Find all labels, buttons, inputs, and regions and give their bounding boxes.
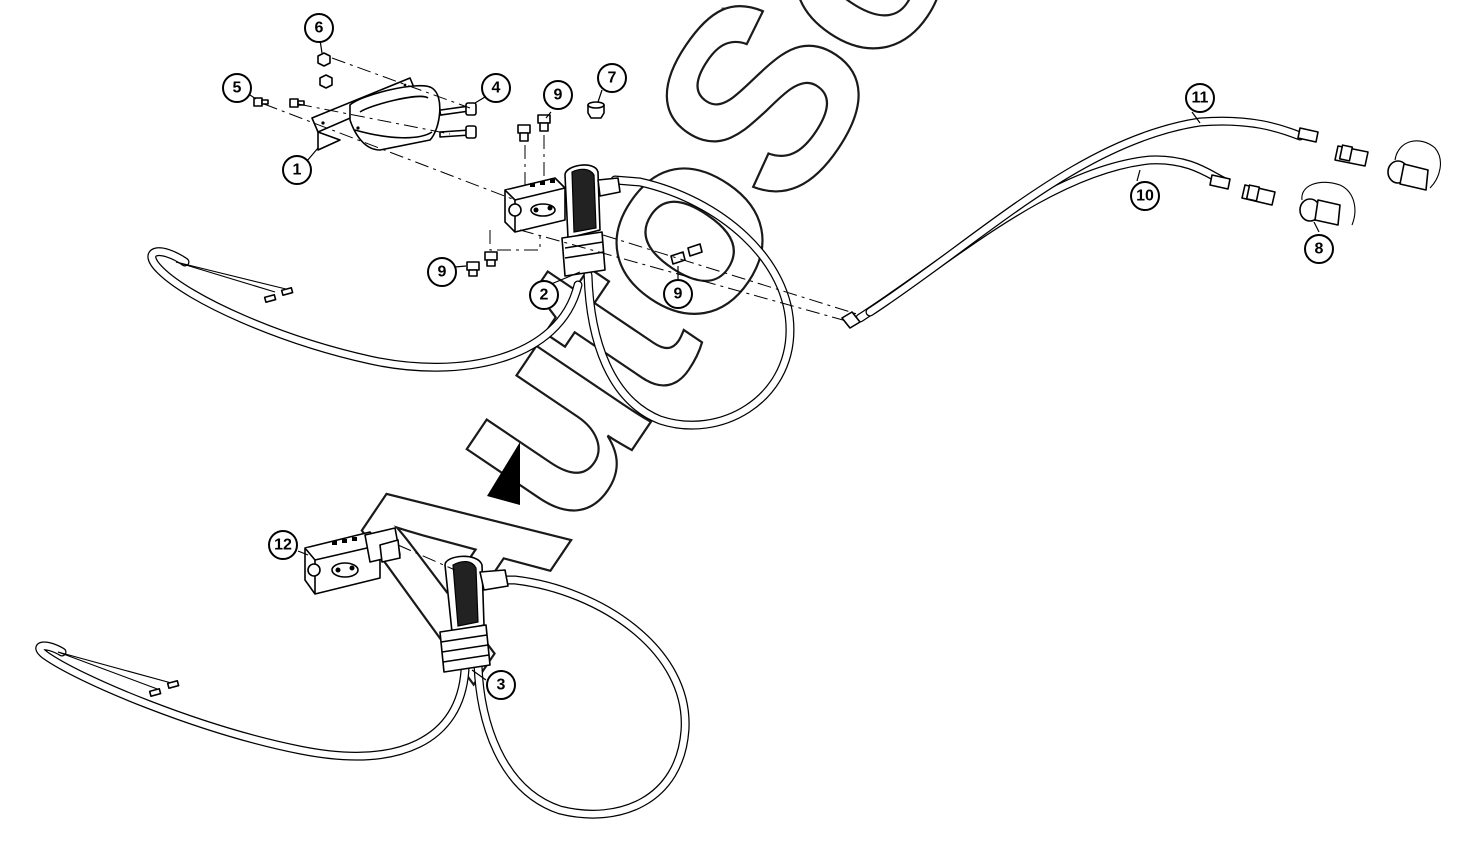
upper-hose-loop (583, 175, 795, 430)
valve-block-lower (304, 527, 401, 595)
callout-2-label: 2 (540, 287, 549, 304)
callout-12: 12 (268, 530, 298, 560)
callout-11: 11 (1185, 83, 1215, 113)
coupler-part (1241, 144, 1369, 206)
callout-9-right: 9 (663, 279, 693, 309)
bolt-part (439, 102, 477, 139)
fitting-part (517, 114, 551, 142)
callout-1: 1 (282, 155, 312, 185)
callout-7-label: 7 (608, 70, 617, 87)
callout-4-label: 4 (492, 80, 501, 97)
callout-9-left-label: 9 (438, 264, 447, 281)
valve-block-upper (504, 177, 566, 233)
callout-9-top: 9 (543, 80, 573, 110)
fitting-part (670, 243, 703, 265)
callout-6: 6 (304, 13, 334, 43)
callout-9-right-label: 9 (674, 286, 683, 303)
callout-2: 2 (529, 280, 559, 310)
callout-9-top-label: 9 (554, 87, 563, 104)
callout-7: 7 (597, 63, 627, 93)
alignment-lines-upper (263, 57, 861, 323)
hydraulic-lines (841, 116, 1319, 329)
callout-11-label: 11 (1192, 90, 1209, 107)
callout-6-label: 6 (315, 20, 324, 37)
callout-4: 4 (481, 73, 511, 103)
callout-10-label: 10 (1136, 188, 1154, 205)
lever-lower (439, 555, 509, 673)
lower-hose-loop (473, 575, 690, 819)
upper-hose-left (147, 247, 583, 372)
callout-3-label: 3 (497, 677, 506, 694)
callout-10: 10 (1130, 181, 1160, 211)
callout-12-label: 12 (274, 537, 292, 554)
cap-part (587, 101, 605, 119)
dust-cap-part (1299, 140, 1441, 226)
callout-9-left: 9 (427, 257, 457, 287)
fitting-part (466, 251, 498, 277)
alignment-lines-lower (397, 544, 456, 571)
callout-5-label: 5 (233, 80, 242, 97)
callout-8-label: 8 (1315, 241, 1324, 258)
lever-upper (561, 164, 621, 277)
header-mark (721, 7, 746, 13)
callout-8: 8 (1304, 234, 1334, 264)
screw-part (253, 97, 305, 108)
lower-hose-left (35, 641, 470, 761)
callout-3: 3 (486, 670, 516, 700)
callout-leaders (246, 39, 1320, 681)
bracket-part (311, 77, 441, 151)
callout-1-label: 1 (293, 162, 302, 179)
callout-5: 5 (222, 73, 252, 103)
direction-arrow (487, 442, 520, 505)
nut-part (317, 52, 333, 89)
